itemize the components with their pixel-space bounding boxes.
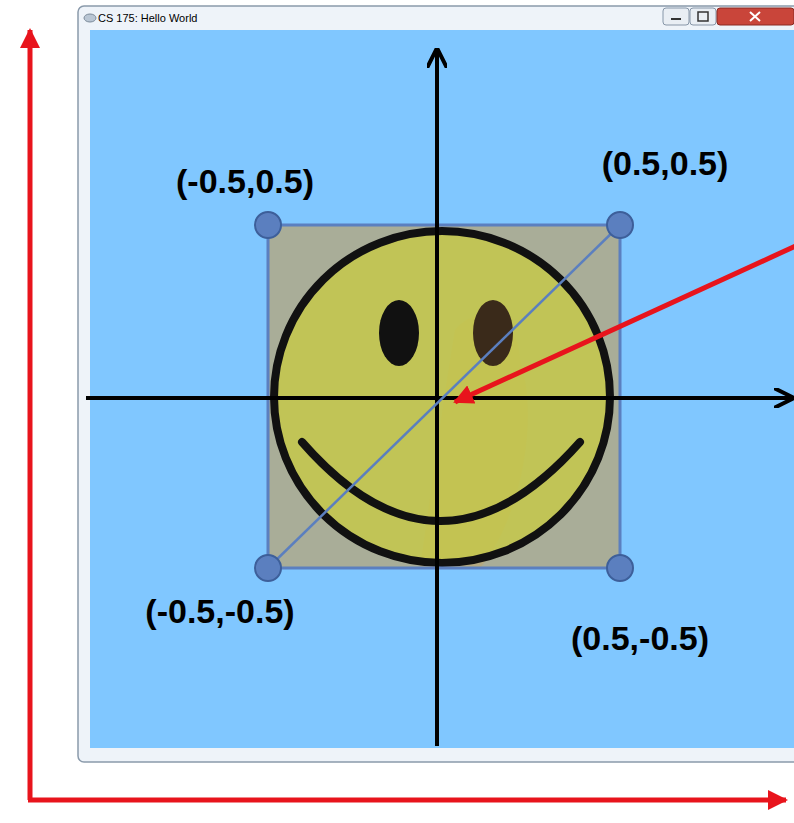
client-area: [90, 30, 794, 748]
window-title: CS 175: Hello World: [98, 12, 197, 24]
vertex-dots: [255, 212, 633, 581]
window-frame: [78, 6, 794, 762]
smiley-eye: [379, 300, 419, 366]
triangle-diagonal: [268, 225, 620, 568]
window-icon: [84, 14, 96, 22]
vertex-label: (0.5,0.5): [602, 144, 729, 183]
smiley-mouth: [302, 442, 580, 521]
origin-pointer: [455, 244, 794, 402]
x-axis: [86, 396, 790, 400]
smiley-eye: [473, 300, 513, 366]
window-buttons: [663, 8, 794, 25]
screen-x-axis: [28, 798, 786, 803]
vertex-label: (-0.5,0.5): [176, 162, 314, 201]
vertex-label: (0.5,-0.5): [571, 619, 709, 658]
vertex-label: (-0.5,-0.5): [145, 592, 294, 631]
screen-y-axis: [28, 30, 33, 800]
